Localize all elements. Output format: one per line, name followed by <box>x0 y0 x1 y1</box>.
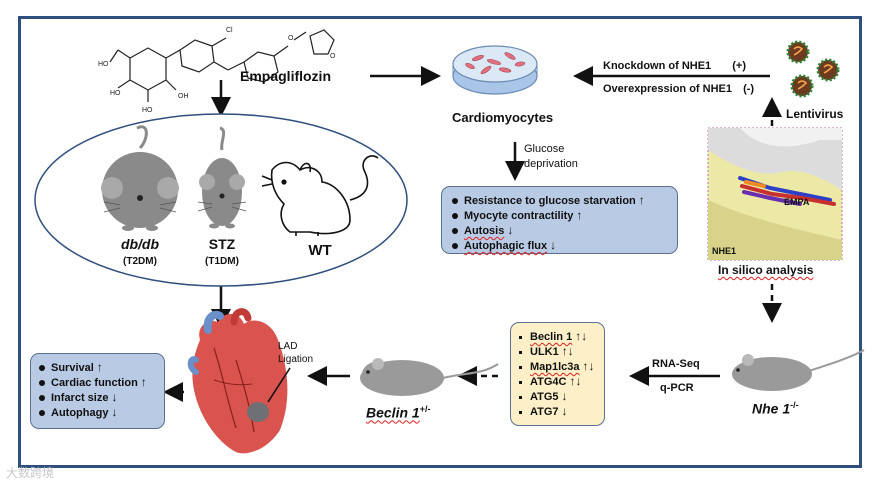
stz-mouse-icon <box>197 126 247 229</box>
cardiomyocytes-label: Cardiomyocytes <box>452 110 554 125</box>
gene-item: Beclin 1↑↓ <box>519 329 587 343</box>
protein-label: NHE1 <box>712 246 737 256</box>
gene-item: Map1lc3a↑↓ <box>519 359 595 373</box>
genes-box: Beclin 1↑↓ ULK1↑↓ Map1lc3a↑↓ ATG4C↑↓ ATG… <box>510 322 605 426</box>
overexpression-text: Overexpression of NHE1 <box>603 83 732 95</box>
docking-image <box>707 127 843 261</box>
db-db-mouse-icon <box>101 125 179 231</box>
procedure-line-2: Ligation <box>278 354 314 365</box>
lentivirus-icon <box>786 40 840 98</box>
nhe1-mouse-icon <box>732 349 865 391</box>
overexpression-label: Overexpression of NHE1 (-) <box>603 83 754 95</box>
cell-effects-box: Resistance to glucose starvation↑ Myocyt… <box>441 186 678 254</box>
effect-item: Autophagic flux↓ <box>452 238 556 252</box>
outcomes-box: Survival↑ Cardiac function↑ Infarct size… <box>30 353 165 429</box>
chem-labels: Cl HO HO HO OH O O <box>98 27 336 114</box>
outcome-item: Infarct size↓ <box>39 390 117 404</box>
outcome-item: Cardiac function↑ <box>39 375 147 389</box>
gene-item: ULK1↑↓ <box>519 344 574 358</box>
method-qpcr: q-PCR <box>660 382 694 394</box>
gene-item: ATG7↓ <box>519 404 568 418</box>
effect-item: Autosis↓ <box>452 223 513 237</box>
gene-item: ATG5↓ <box>519 389 568 403</box>
chem-o-1: O <box>288 35 294 42</box>
heart-icon <box>187 308 288 454</box>
chem-ho-3: HO <box>142 107 153 114</box>
lentivirus-label: Lentivirus <box>786 107 844 121</box>
stimulus-line-2: deprivation <box>524 158 578 170</box>
ligand-label: EMPA <box>784 197 810 207</box>
gene-item: ATG4C↑↓ <box>519 374 581 388</box>
knockdown-sign: (+) <box>732 60 746 72</box>
outcome-item: Survival↑ <box>39 360 103 374</box>
nhe1-label: Nhe 1-/- <box>752 400 799 417</box>
beclin1-label: Beclin 1+/- <box>366 404 431 421</box>
method-rnaseq: RNA-Seq <box>652 358 700 370</box>
model-name-wt: WT <box>308 242 332 259</box>
chem-oh: OH <box>178 93 189 100</box>
procedure-line-1: LAD <box>278 341 298 352</box>
model-sub-stz: (T1DM) <box>205 256 239 267</box>
chem-ho-1: HO <box>98 61 109 68</box>
lad-ligation-label: LAD Ligation <box>278 340 313 366</box>
chem-cl: Cl <box>226 27 233 34</box>
stimulus-line-1: Glucose <box>524 143 565 155</box>
knockdown-label: Knockdown of NHE1 (+) <box>603 60 746 72</box>
knockdown-text: Knockdown of NHE1 <box>603 60 712 72</box>
drug-label: Empagliflozin <box>240 68 331 84</box>
wt-mouse-icon <box>261 155 379 236</box>
ligation-pointer <box>267 367 291 403</box>
model-sub-dbdb: (T2DM) <box>123 256 157 267</box>
glucose-deprivation-label: Glucose deprivation <box>524 142 578 172</box>
insilico-label: In silico analysis <box>718 263 814 277</box>
chem-o-2: O <box>330 53 336 60</box>
model-name-stz: STZ <box>208 236 236 252</box>
beclin1-mouse-icon <box>360 358 499 396</box>
outcome-item: Autophagy↓ <box>39 405 117 419</box>
effect-item: Resistance to glucose starvation↑ <box>452 193 645 207</box>
watermark: 大数跨境 <box>6 466 55 480</box>
model-name-dbdb: db/db <box>120 236 160 252</box>
effect-item: Myocyte contractility↑ <box>452 208 582 222</box>
empagliflozin-structure-icon <box>109 29 335 102</box>
petri-dish-icon <box>452 45 538 95</box>
overexpression-sign: (-) <box>743 83 755 95</box>
chem-ho-2: HO <box>110 90 121 97</box>
